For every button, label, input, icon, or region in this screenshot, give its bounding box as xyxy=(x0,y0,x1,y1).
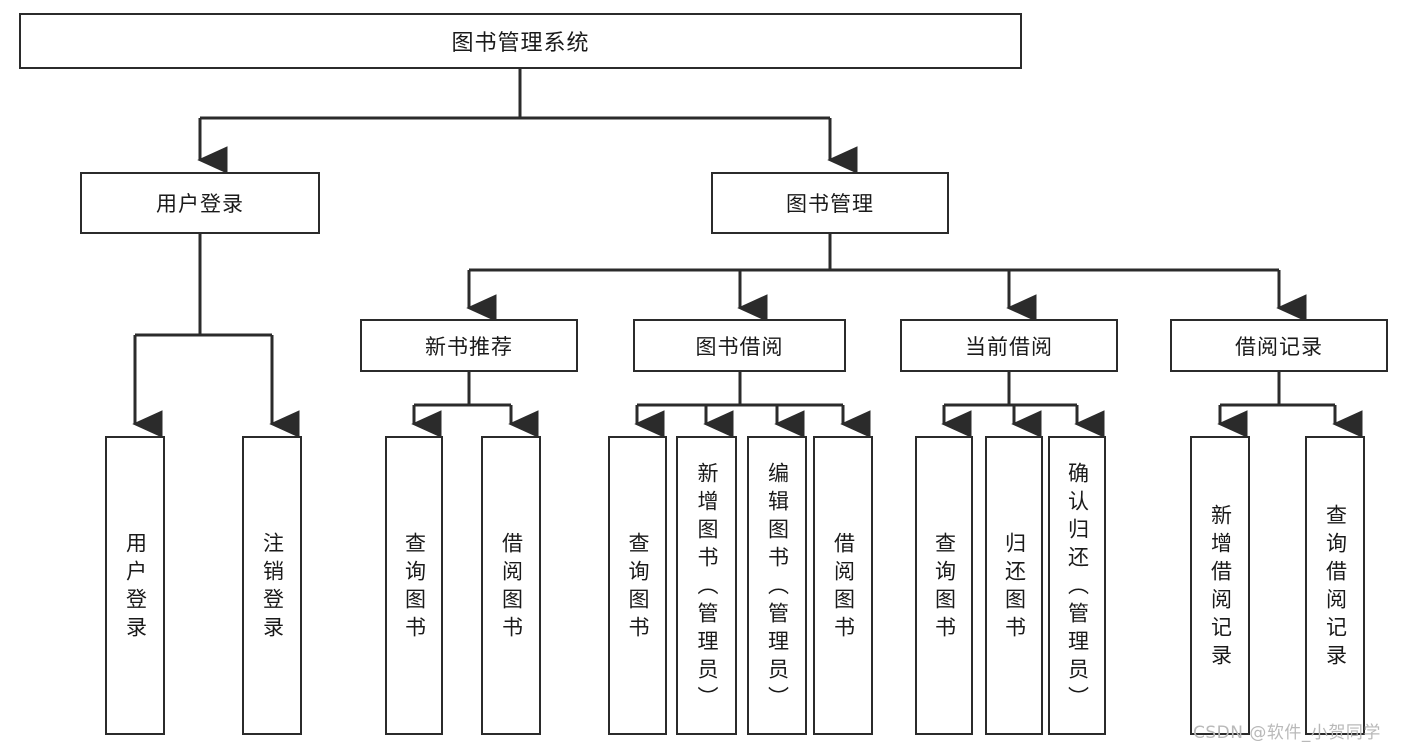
node-root-label: 图书管理系统 xyxy=(451,31,590,56)
node-borrow-record-label: 借阅记录 xyxy=(1235,334,1323,359)
node-leaf-return-book-label: 归还图书 xyxy=(1002,531,1027,644)
node-book-borrow-label: 图书借阅 xyxy=(695,334,784,359)
node-new-book-recommend-label: 新书推荐 xyxy=(425,334,513,359)
node-borrow-record[interactable]: 借阅记录 xyxy=(1170,319,1388,372)
node-new-book-recommend[interactable]: 新书推荐 xyxy=(360,319,578,372)
node-book-manage[interactable]: 图书管理 xyxy=(711,172,949,234)
node-leaf-confirm-return-label: 确认归还（管理员） xyxy=(1065,461,1090,714)
node-leaf-borrow-book-2[interactable]: 借阅图书 xyxy=(813,436,873,735)
node-leaf-query-book-3-label: 查询图书 xyxy=(932,531,957,644)
csdn-watermark: CSDN @软件_小贺同学 xyxy=(1193,723,1381,743)
node-leaf-logout-login[interactable]: 注销登录 xyxy=(242,436,302,735)
node-user-login[interactable]: 用户登录 xyxy=(80,172,320,234)
node-leaf-query-book-2-label: 查询图书 xyxy=(626,531,650,644)
node-book-borrow[interactable]: 图书借阅 xyxy=(633,319,846,372)
node-leaf-add-book[interactable]: 新增图书（管理员） xyxy=(676,436,737,735)
node-root[interactable]: 图书管理系统 xyxy=(19,13,1022,69)
node-leaf-logout-login-label: 注销登录 xyxy=(260,531,285,644)
node-leaf-user-login-label: 用户登录 xyxy=(123,531,148,644)
node-leaf-add-record[interactable]: 新增借阅记录 xyxy=(1190,436,1250,735)
node-current-borrow-label: 当前借阅 xyxy=(965,334,1053,359)
node-leaf-query-book-1[interactable]: 查询图书 xyxy=(385,436,443,735)
node-leaf-user-login[interactable]: 用户登录 xyxy=(105,436,165,735)
node-current-borrow[interactable]: 当前借阅 xyxy=(900,319,1118,372)
node-user-login-label: 用户登录 xyxy=(156,192,244,216)
node-leaf-edit-book[interactable]: 编辑图书（管理员） xyxy=(747,436,807,735)
node-leaf-borrow-book-1-label: 借阅图书 xyxy=(499,531,524,644)
node-leaf-edit-book-label: 编辑图书（管理员） xyxy=(765,461,790,714)
node-leaf-borrow-book-1[interactable]: 借阅图书 xyxy=(481,436,541,735)
node-book-manage-label: 图书管理 xyxy=(786,192,874,216)
node-leaf-query-book-1-label: 查询图书 xyxy=(402,531,427,644)
node-leaf-query-record[interactable]: 查询借阅记录 xyxy=(1305,436,1365,735)
node-leaf-query-book-2[interactable]: 查询图书 xyxy=(608,436,667,735)
node-leaf-confirm-return[interactable]: 确认归还（管理员） xyxy=(1048,436,1106,735)
node-leaf-add-record-label: 新增借阅记录 xyxy=(1208,503,1233,672)
node-leaf-query-record-label: 查询借阅记录 xyxy=(1323,503,1348,672)
node-leaf-add-book-label: 新增图书（管理员） xyxy=(695,461,719,714)
node-leaf-borrow-book-2-label: 借阅图书 xyxy=(831,531,856,644)
node-leaf-query-book-3[interactable]: 查询图书 xyxy=(915,436,973,735)
node-leaf-return-book[interactable]: 归还图书 xyxy=(985,436,1043,735)
